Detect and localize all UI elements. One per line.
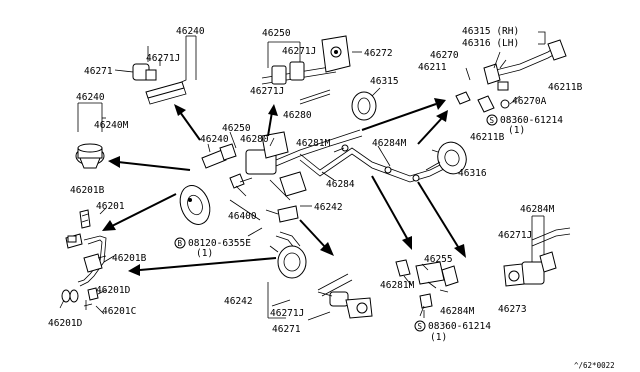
label-46240-mid: 46240	[200, 134, 229, 145]
top-right-hose-group	[455, 31, 567, 113]
label-bolt-right-qty: (1)	[508, 125, 525, 136]
circle-b-left	[174, 237, 186, 249]
label-46271J-right: 46271J	[498, 230, 532, 241]
arrow-head-46242	[320, 242, 334, 256]
arrows	[102, 98, 466, 276]
label-bolt-left-qty: (1)	[196, 248, 213, 259]
label-bolt-bottom-qty: (1)	[430, 332, 447, 343]
label-46201: 46201	[96, 201, 125, 212]
label-46273: 46273	[498, 304, 527, 315]
label-46211: 46211	[418, 62, 447, 73]
arrow-head-46201B	[128, 264, 140, 276]
label-46201C: 46201C	[102, 306, 136, 317]
arrow-head-46315	[434, 98, 446, 110]
circle-s-right-text: S	[490, 116, 495, 125]
label-46284M-top: 46284M	[372, 138, 407, 149]
label-46316-right: 46316	[458, 168, 487, 179]
label-46250-top: 46250	[262, 28, 291, 39]
bottom-connector-group	[395, 259, 459, 317]
label-46255: 46255	[424, 254, 453, 265]
arrow-to-46211B	[417, 117, 443, 145]
circled-letters: S B S	[174, 114, 498, 332]
label-46280-top: 46280	[283, 110, 312, 121]
label-46211B-right: 46211B	[548, 82, 583, 93]
arrow-head-top-left	[174, 104, 186, 116]
label-46271-bottom: 46271	[272, 324, 301, 335]
label-46271-topleft: 46271	[84, 66, 113, 77]
arrow-to-top-center	[267, 111, 273, 137]
round-bracket-46315	[351, 87, 381, 121]
circle-s-bottom-text: S	[418, 322, 423, 331]
label-46281M-bottom: 46281M	[380, 280, 415, 291]
top-left-hose-group	[114, 35, 197, 105]
label-46284M-bottom: 46284M	[440, 306, 475, 317]
label-46240-left: 46240	[76, 92, 105, 103]
leader-lines	[59, 51, 521, 321]
left-46240-assembly	[75, 102, 106, 169]
part-labels: 46240 46271J 46271 46250 46271J 46272 46…	[48, 26, 615, 370]
center-main-assembly	[179, 129, 451, 279]
round-part-46316	[431, 141, 467, 175]
label-46316-lh: 46316 (LH)	[462, 38, 519, 49]
arrow-to-46242	[299, 219, 327, 249]
bottom-center-clip-group	[267, 273, 373, 319]
label-46240M: 46240M	[94, 120, 129, 131]
arrow-head-46255	[402, 236, 412, 250]
label-46271J-bottom: 46271J	[270, 308, 304, 319]
label-46271J-topleft: 46271J	[146, 53, 180, 64]
label-46270A: 46270A	[512, 96, 547, 107]
arrow-to-46255	[371, 175, 409, 241]
label-46271J-top2: 46271J	[250, 86, 284, 97]
arrow-to-46315	[361, 103, 437, 131]
label-46280-mid: 46280	[240, 134, 269, 145]
label-46201D-bottom: 46201D	[48, 318, 83, 329]
label-46201D-right: 46201D	[96, 285, 131, 296]
top-center-clip-group	[261, 35, 362, 105]
label-46284M-right: 46284M	[520, 204, 555, 215]
label-46315-rh: 46315 (RH)	[462, 26, 519, 37]
arrow-to-46240M	[117, 161, 191, 171]
label-46211B-mid: 46211B	[470, 132, 505, 143]
arrow-to-46201B	[139, 257, 277, 271]
bottom-left-hose-assembly	[61, 209, 107, 310]
circle-s-bottom	[414, 320, 426, 332]
label-bolt-left: 08120-6355E	[188, 238, 251, 249]
label-46242-bottom: 46242	[224, 296, 253, 307]
label-46242-mid: 46242	[314, 202, 343, 213]
arrow-head-46211B	[436, 110, 448, 122]
footer-code: ^/62*0022	[574, 361, 615, 370]
arrow-to-46273	[417, 181, 461, 251]
arrow-head-top-center	[268, 104, 278, 116]
label-46284: 46284	[326, 179, 355, 190]
arrow-head-46273	[454, 244, 466, 258]
label-46201B-mid: 46201B	[112, 253, 147, 264]
arrow-to-top-left	[179, 111, 201, 141]
label-46270: 46270	[430, 50, 459, 61]
label-46281M-top: 46281M	[296, 138, 331, 149]
label-46272: 46272	[364, 48, 393, 59]
arrow-to-46201	[111, 193, 177, 227]
label-46315-mid: 46315	[370, 76, 399, 87]
label-bolt-right: 08360-61214	[500, 115, 563, 126]
label-46271J-top: 46271J	[282, 46, 316, 57]
circle-b-left-text: B	[178, 239, 183, 248]
label-46250-mid: 46250	[222, 123, 251, 134]
right-lower-group	[503, 215, 571, 287]
label-46240-top: 46240	[176, 26, 205, 37]
label-bolt-bottom: 08360-61214	[428, 321, 491, 332]
label-46400: 46400	[228, 211, 257, 222]
arrow-head-46240M	[108, 156, 120, 168]
circle-s-right	[486, 114, 498, 126]
arrow-head-46201	[102, 220, 116, 231]
label-46201B-top: 46201B	[70, 185, 105, 196]
